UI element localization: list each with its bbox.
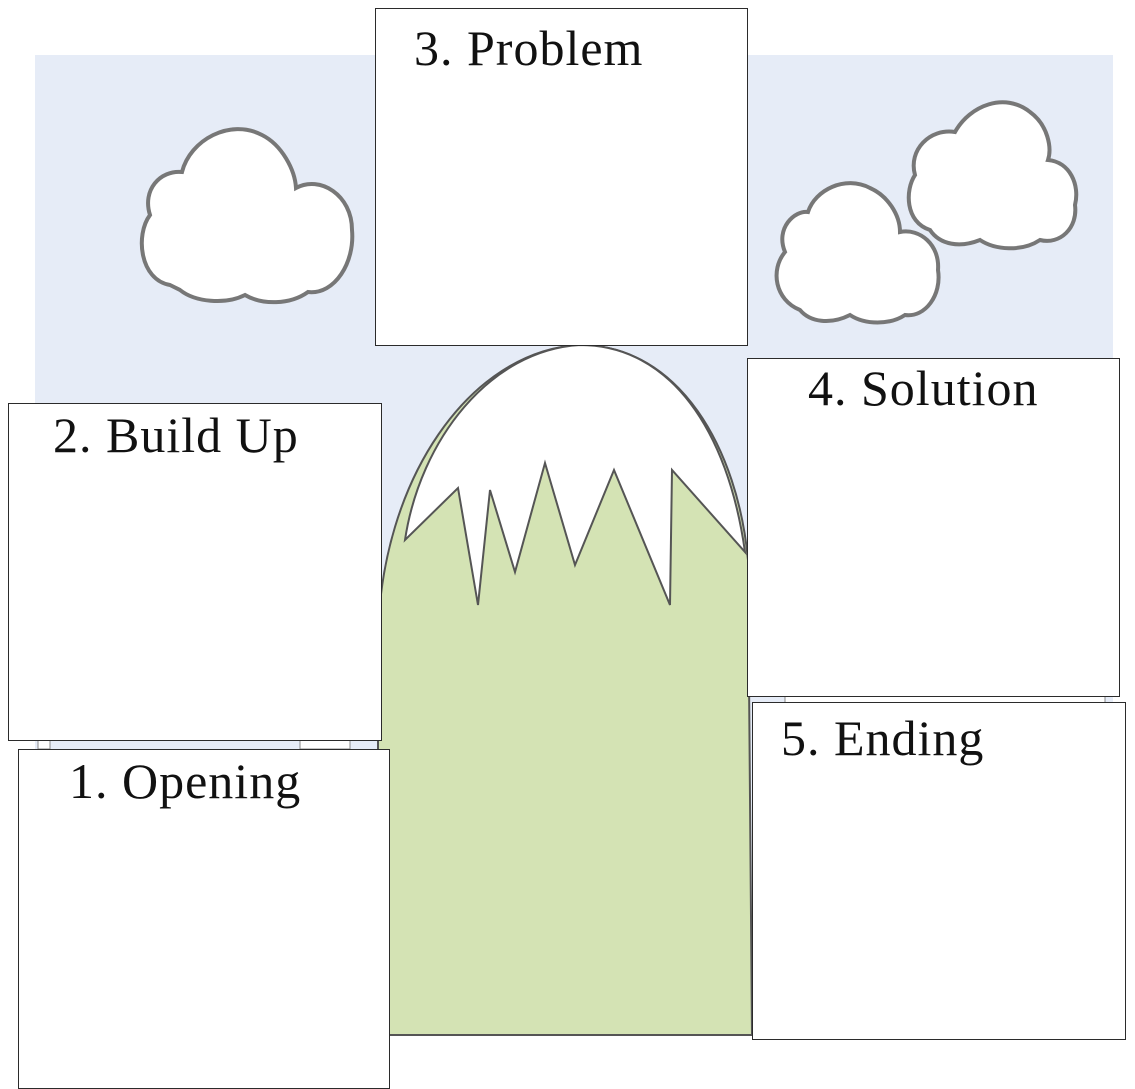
snow-cap-icon [403,343,747,606]
opening-box[interactable]: 1. Opening [18,749,390,1089]
build-up-box[interactable]: 2. Build Up [8,403,382,741]
opening-label: 1. Opening [69,753,302,809]
cloud-icon [139,127,355,305]
solution-label: 4. Solution [808,360,1039,416]
solution-box[interactable]: 4. Solution [747,358,1120,697]
problem-label: 3. Problem [414,20,644,76]
cloud-icon [774,181,941,325]
build-up-label: 2. Build Up [53,407,299,463]
cloud-icon [906,100,1079,251]
problem-box[interactable]: 3. Problem [375,8,748,346]
ending-box[interactable]: 5. Ending [752,702,1126,1040]
ending-label: 5. Ending [781,710,985,766]
